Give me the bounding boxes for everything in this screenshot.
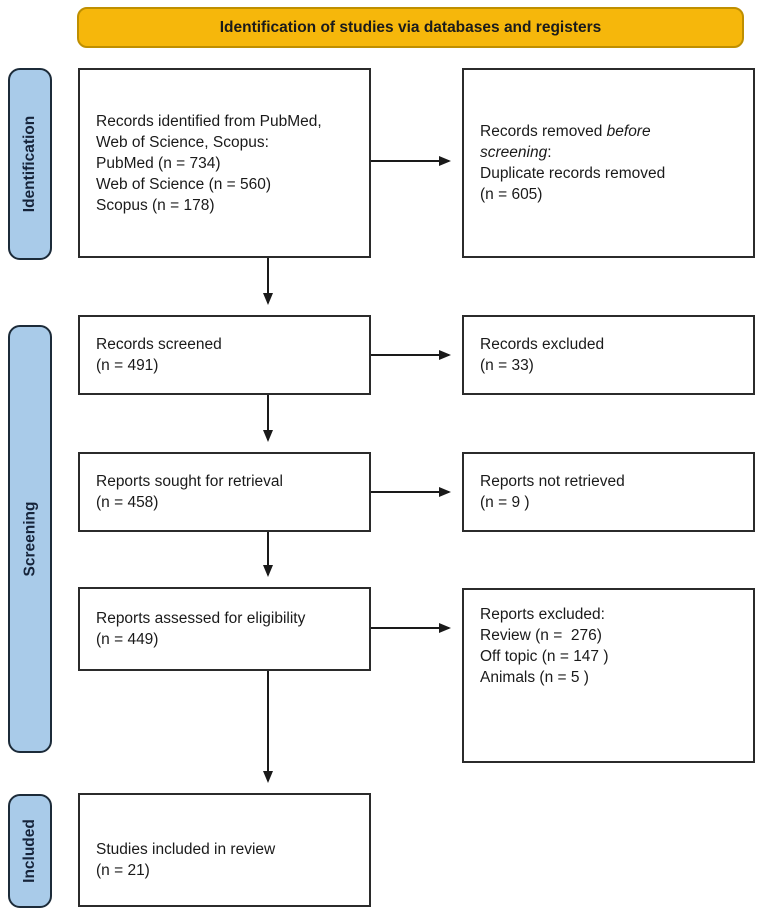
box-records-screened: Records screened (n = 491) (78, 315, 371, 395)
box-text-segment: (n = 449) (96, 631, 159, 648)
banner-label: Identification of studies via databases … (219, 18, 602, 36)
stage-label-included: Included (8, 794, 52, 908)
box-text-segment: Scopus (n = 178) (96, 196, 215, 214)
box-text-segment: Records excluded (480, 336, 605, 353)
stage-label-included-text: Included (21, 819, 39, 883)
box-text-segment: (n = 9 ) (480, 494, 530, 511)
box-text-segment: Reports excluded: (480, 606, 605, 623)
box-text-segment: Reports assessed for eligibility (96, 610, 306, 627)
box-reports-excluded-reasons: Reports excluded: Review (n = 276) Off top… (462, 588, 755, 763)
box-text-segment: (n = 605) (480, 186, 543, 203)
box-text-segment: (n = 33) (480, 357, 534, 374)
box-text-segment: screening (480, 144, 548, 161)
box-text-segment: (n = 491) (96, 357, 159, 374)
box-reports-assessed: Reports assessed for eligibility (n = 449… (78, 587, 371, 671)
box-records-identified: Records identified from PubMed, Web of Sc… (78, 68, 371, 258)
box-records-removed: Records removed before screening: Duplicat… (462, 68, 755, 258)
box-text-segment: Records identified from PubMed, (96, 112, 322, 130)
stage-label-screening: Screening (8, 325, 52, 753)
box-text-segment: Studies included in review (96, 841, 276, 858)
box-studies-included: Studies included in review (n = 21) (78, 793, 371, 907)
box-text-segment: (n = 458) (96, 494, 159, 511)
box-records-excluded: Records excluded (n = 33) (462, 315, 755, 395)
box-text-segment: Review (n = 276) (480, 627, 602, 644)
box-text-segment: Web of Science (n = 560) (96, 175, 272, 193)
box-text-segment: Off topic (n = 147 ) (480, 648, 609, 665)
box-text-segment: Animals (n = 5 ) (480, 669, 589, 686)
box-text-segment: before (606, 123, 651, 140)
box-reports-sought: Reports sought for retrieval (n = 458) (78, 452, 371, 532)
box-text-segment: PubMed (n = 734) (96, 154, 221, 172)
box-text-segment: Duplicate records removed (480, 165, 666, 182)
box-text-segment: Web of Science, Scopus: (96, 133, 269, 151)
box-text-segment: Reports not retrieved (480, 473, 625, 490)
box-text-segment: Records removed (480, 123, 607, 140)
box-text-segment: Reports sought for retrieval (96, 473, 283, 490)
box-text-segment: Records screened (96, 336, 222, 353)
stage-label-identification: Identification (8, 68, 52, 260)
box-reports-not-retrieved: Reports not retrieved (n = 9 ) (462, 452, 755, 532)
box-text-segment: : (547, 144, 552, 161)
stage-label-identification-text: Identification (21, 115, 39, 213)
stage-label-screening-text: Screening (21, 501, 39, 577)
box-text-segment: (n = 21) (96, 862, 150, 879)
banner: Identification of studies via databases … (77, 7, 744, 48)
